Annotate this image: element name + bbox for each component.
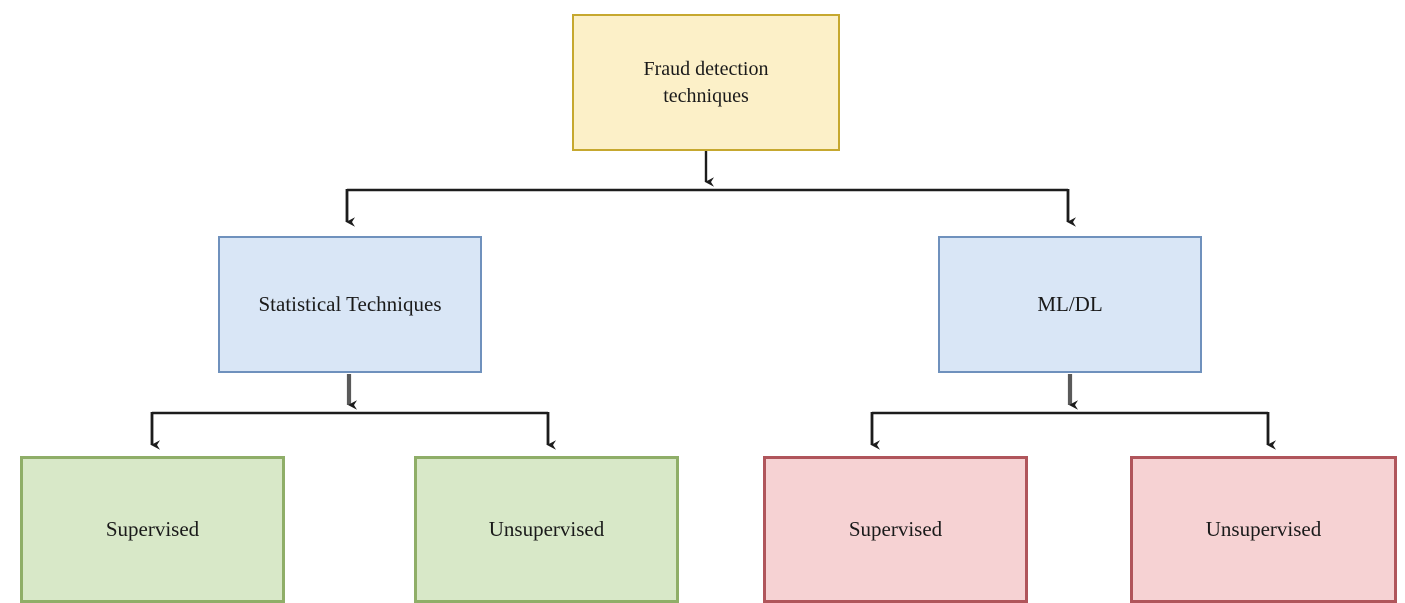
node-fraud-detection-techniques[interactable]: Fraud detection techniques xyxy=(572,14,840,151)
node-ml-dl-label: ML/DL xyxy=(1037,292,1103,317)
node-mldl-unsupervised[interactable]: Unsupervised xyxy=(1130,456,1397,603)
node-statistical-techniques[interactable]: Statistical Techniques xyxy=(218,236,482,373)
node-root-label: Fraud detection techniques xyxy=(643,57,769,107)
node-statistical-unsupervised[interactable]: Unsupervised xyxy=(414,456,679,603)
node-ml-dl[interactable]: ML/DL xyxy=(938,236,1202,373)
edge-bus-level-2-left xyxy=(150,411,557,450)
edge-bus-level-1 xyxy=(345,188,1077,227)
node-mldl-supervised[interactable]: Supervised xyxy=(763,456,1028,603)
edge-bus-level-2-right xyxy=(870,411,1277,450)
node-mldl-unsupervised-label: Unsupervised xyxy=(1205,517,1322,542)
node-statistical-supervised[interactable]: Supervised xyxy=(20,456,285,603)
node-statistical-supervised-label: Supervised xyxy=(105,517,200,542)
node-mldl-supervised-label: Supervised xyxy=(848,517,943,542)
node-statistical-unsupervised-label: Unsupervised xyxy=(488,517,605,542)
node-statistical-techniques-label: Statistical Techniques xyxy=(258,292,442,317)
